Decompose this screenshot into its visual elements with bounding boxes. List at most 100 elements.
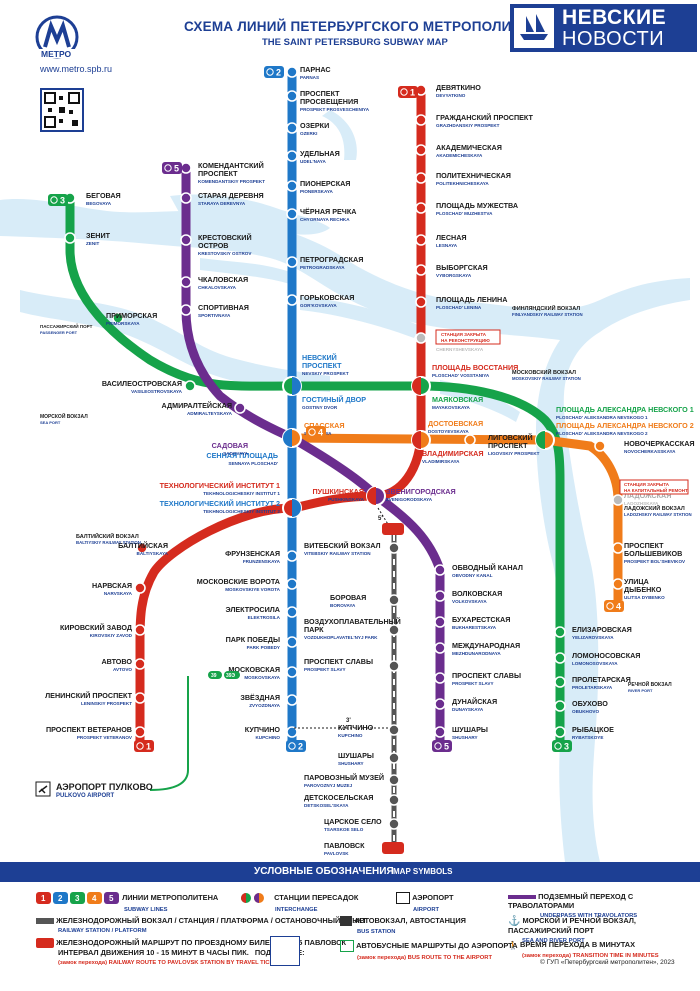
station-dot[interactable] (388, 774, 400, 786)
station-dot[interactable] (434, 726, 446, 738)
station-dot[interactable] (554, 676, 566, 688)
station-dot[interactable] (434, 616, 446, 628)
station-dot[interactable] (286, 122, 298, 134)
station-dot[interactable] (112, 312, 124, 324)
station-dot[interactable] (286, 66, 298, 78)
station-dot[interactable] (388, 752, 400, 764)
station-dot[interactable] (286, 150, 298, 162)
station-dot[interactable] (434, 564, 446, 576)
station-dot[interactable] (388, 660, 400, 672)
station-dot[interactable] (434, 642, 446, 654)
station-dot[interactable] (434, 672, 446, 684)
station-dot[interactable] (184, 380, 196, 392)
station-dot[interactable] (415, 332, 427, 344)
station-dot[interactable] (434, 698, 446, 710)
station-dot[interactable] (434, 590, 446, 602)
station-dot[interactable] (134, 624, 146, 636)
station-dot[interactable] (286, 726, 298, 738)
station-dot[interactable] (134, 726, 146, 738)
station-dot[interactable] (612, 542, 624, 554)
station-dot[interactable] (286, 578, 298, 590)
site-url[interactable]: www.metro.spb.ru (40, 64, 113, 74)
station-dot[interactable] (134, 582, 146, 594)
station-dot[interactable] (286, 666, 298, 678)
station-dot[interactable] (134, 658, 146, 670)
station-dot[interactable] (286, 550, 298, 562)
station-dot[interactable] (180, 234, 192, 246)
station-dot[interactable] (286, 606, 298, 618)
station-dot[interactable] (286, 208, 298, 220)
station-label[interactable]: ТЕХНОЛОГИЧЕСКИЙ ИНСТИТУТ 2TEKHNOLOGICHES… (160, 499, 281, 514)
station-dot[interactable] (286, 256, 298, 268)
station-dot[interactable] (554, 652, 566, 664)
station-dot[interactable] (234, 402, 246, 414)
station-dot[interactable] (415, 234, 427, 246)
station-dot[interactable] (388, 724, 400, 736)
station-dot[interactable] (388, 794, 400, 806)
legend-qr-code-icon[interactable] (270, 936, 300, 966)
station-dot[interactable] (388, 542, 400, 554)
station-dot[interactable] (554, 626, 566, 638)
station-dot[interactable] (415, 264, 427, 276)
station-dot[interactable] (415, 296, 427, 308)
station-dot[interactable] (180, 304, 192, 316)
station-dot[interactable] (286, 294, 298, 306)
station-dot[interactable] (415, 144, 427, 156)
station-dot[interactable] (286, 180, 298, 192)
station-dot[interactable] (388, 624, 400, 636)
station-dot[interactable] (286, 636, 298, 648)
station-label[interactable]: ВОЗДУХОПЛАВАТЕЛЬНЫЙПАРКVOZDUKHOPLAVATEL'… (304, 617, 401, 640)
station-dot[interactable] (180, 192, 192, 204)
station-dot[interactable] (64, 232, 76, 244)
